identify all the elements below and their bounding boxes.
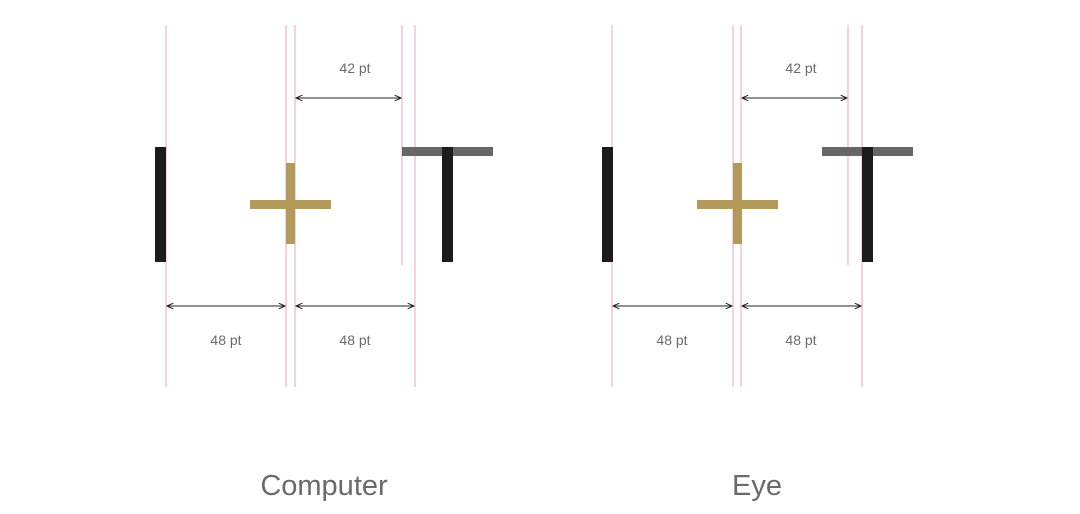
panel-computer: 42 pt 48 pt 48 pt Computer <box>155 25 493 502</box>
plus-horizontal-bar <box>250 200 331 209</box>
plus-horizontal-bar <box>697 200 778 209</box>
dimension-label-bottom-right: 48 pt <box>785 332 816 348</box>
panel-title-eye: Eye <box>732 470 782 502</box>
dimension-label-bottom-left: 48 pt <box>210 332 241 348</box>
dimension-label-bottom-right: 48 pt <box>339 332 370 348</box>
dimension-label-bottom-left: 48 pt <box>656 332 687 348</box>
plus-glyph <box>697 163 778 244</box>
t-stem <box>442 147 453 262</box>
t-stem <box>862 147 873 262</box>
panel-title-computer: Computer <box>260 470 388 502</box>
dimension-label-top: 42 pt <box>339 60 370 76</box>
vertical-stroke-glyph <box>602 147 613 262</box>
dimension-label-top: 42 pt <box>785 60 816 76</box>
letter-t-glyph <box>822 147 913 262</box>
vertical-stroke-glyph <box>155 147 166 262</box>
letter-t-glyph <box>402 147 493 262</box>
panel-eye: 42 pt 48 pt 48 pt Eye <box>602 25 913 502</box>
plus-glyph <box>250 163 331 244</box>
